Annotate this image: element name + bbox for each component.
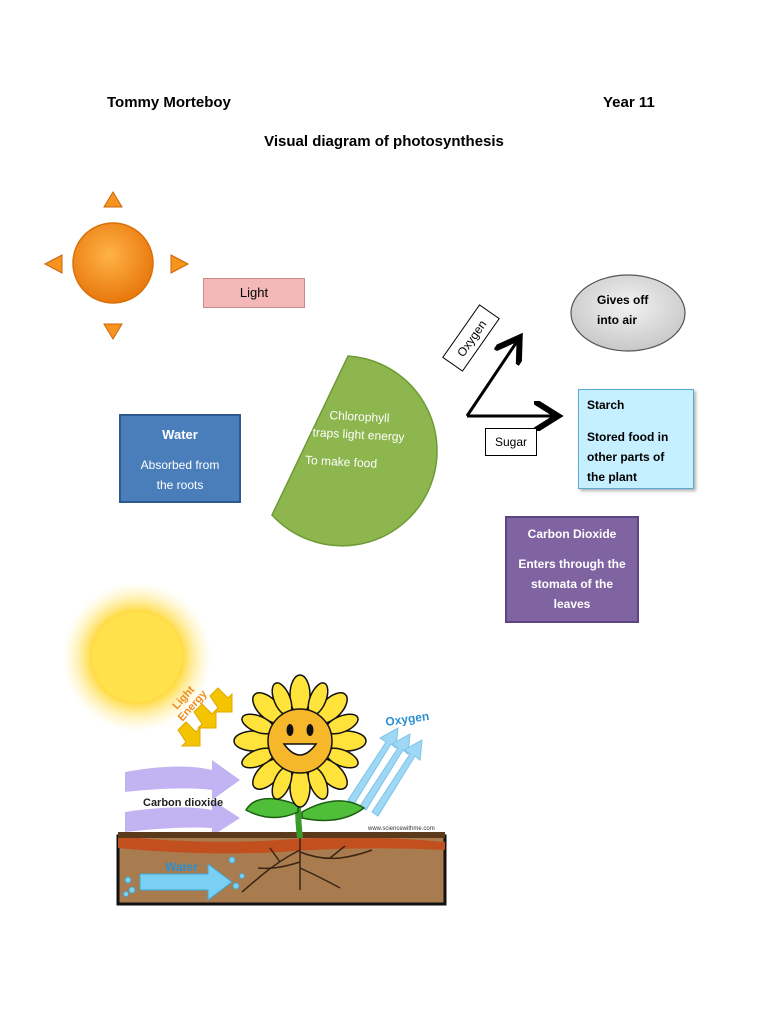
sun-icon	[43, 191, 190, 340]
gives-off-oval	[570, 274, 686, 352]
oxygen-label-box: Oxygen	[442, 304, 500, 372]
illustration-credit: www.sciencewithme.com	[367, 826, 435, 832]
page-title: Visual diagram of photosynthesis	[264, 133, 504, 150]
year-label: Year 11	[603, 94, 655, 111]
chlorophyll-leaf-shape	[271, 355, 438, 547]
light-label-box: Light	[203, 278, 305, 308]
gives-off-text: Gives off into air	[597, 293, 649, 327]
illustration-oxygen-label: Oxygen	[384, 709, 430, 729]
water-title: Water	[162, 427, 198, 442]
starch-title: Starch	[587, 398, 625, 412]
starch-box: Starch Stored food in other parts of the…	[578, 389, 694, 489]
illustration-water-label: Water	[165, 860, 198, 874]
water-box: Water Absorbed from the roots	[119, 414, 241, 503]
carbon-dioxide-box: Carbon Dioxide Enters through the stomat…	[505, 516, 639, 623]
sugar-label: Sugar	[494, 435, 528, 449]
carbon-dioxide-body: Enters through the stomata of the leaves	[518, 557, 626, 611]
carbon-dioxide-title: Carbon Dioxide	[527, 527, 617, 541]
illustration-carbon-dioxide-label: Carbon dioxide	[143, 797, 223, 809]
starch-body: Stored food in other parts of the plant	[587, 430, 669, 484]
author-name: Tommy Morteboy	[107, 94, 231, 111]
chlorophyll-text: Chlorophyll traps light energy To make f…	[304, 408, 405, 471]
light-label: Light	[239, 285, 269, 300]
oxygen-arrow-icon	[465, 340, 518, 417]
sugar-label-box: Sugar	[485, 428, 537, 456]
photosynthesis-illustration	[62, 582, 447, 906]
